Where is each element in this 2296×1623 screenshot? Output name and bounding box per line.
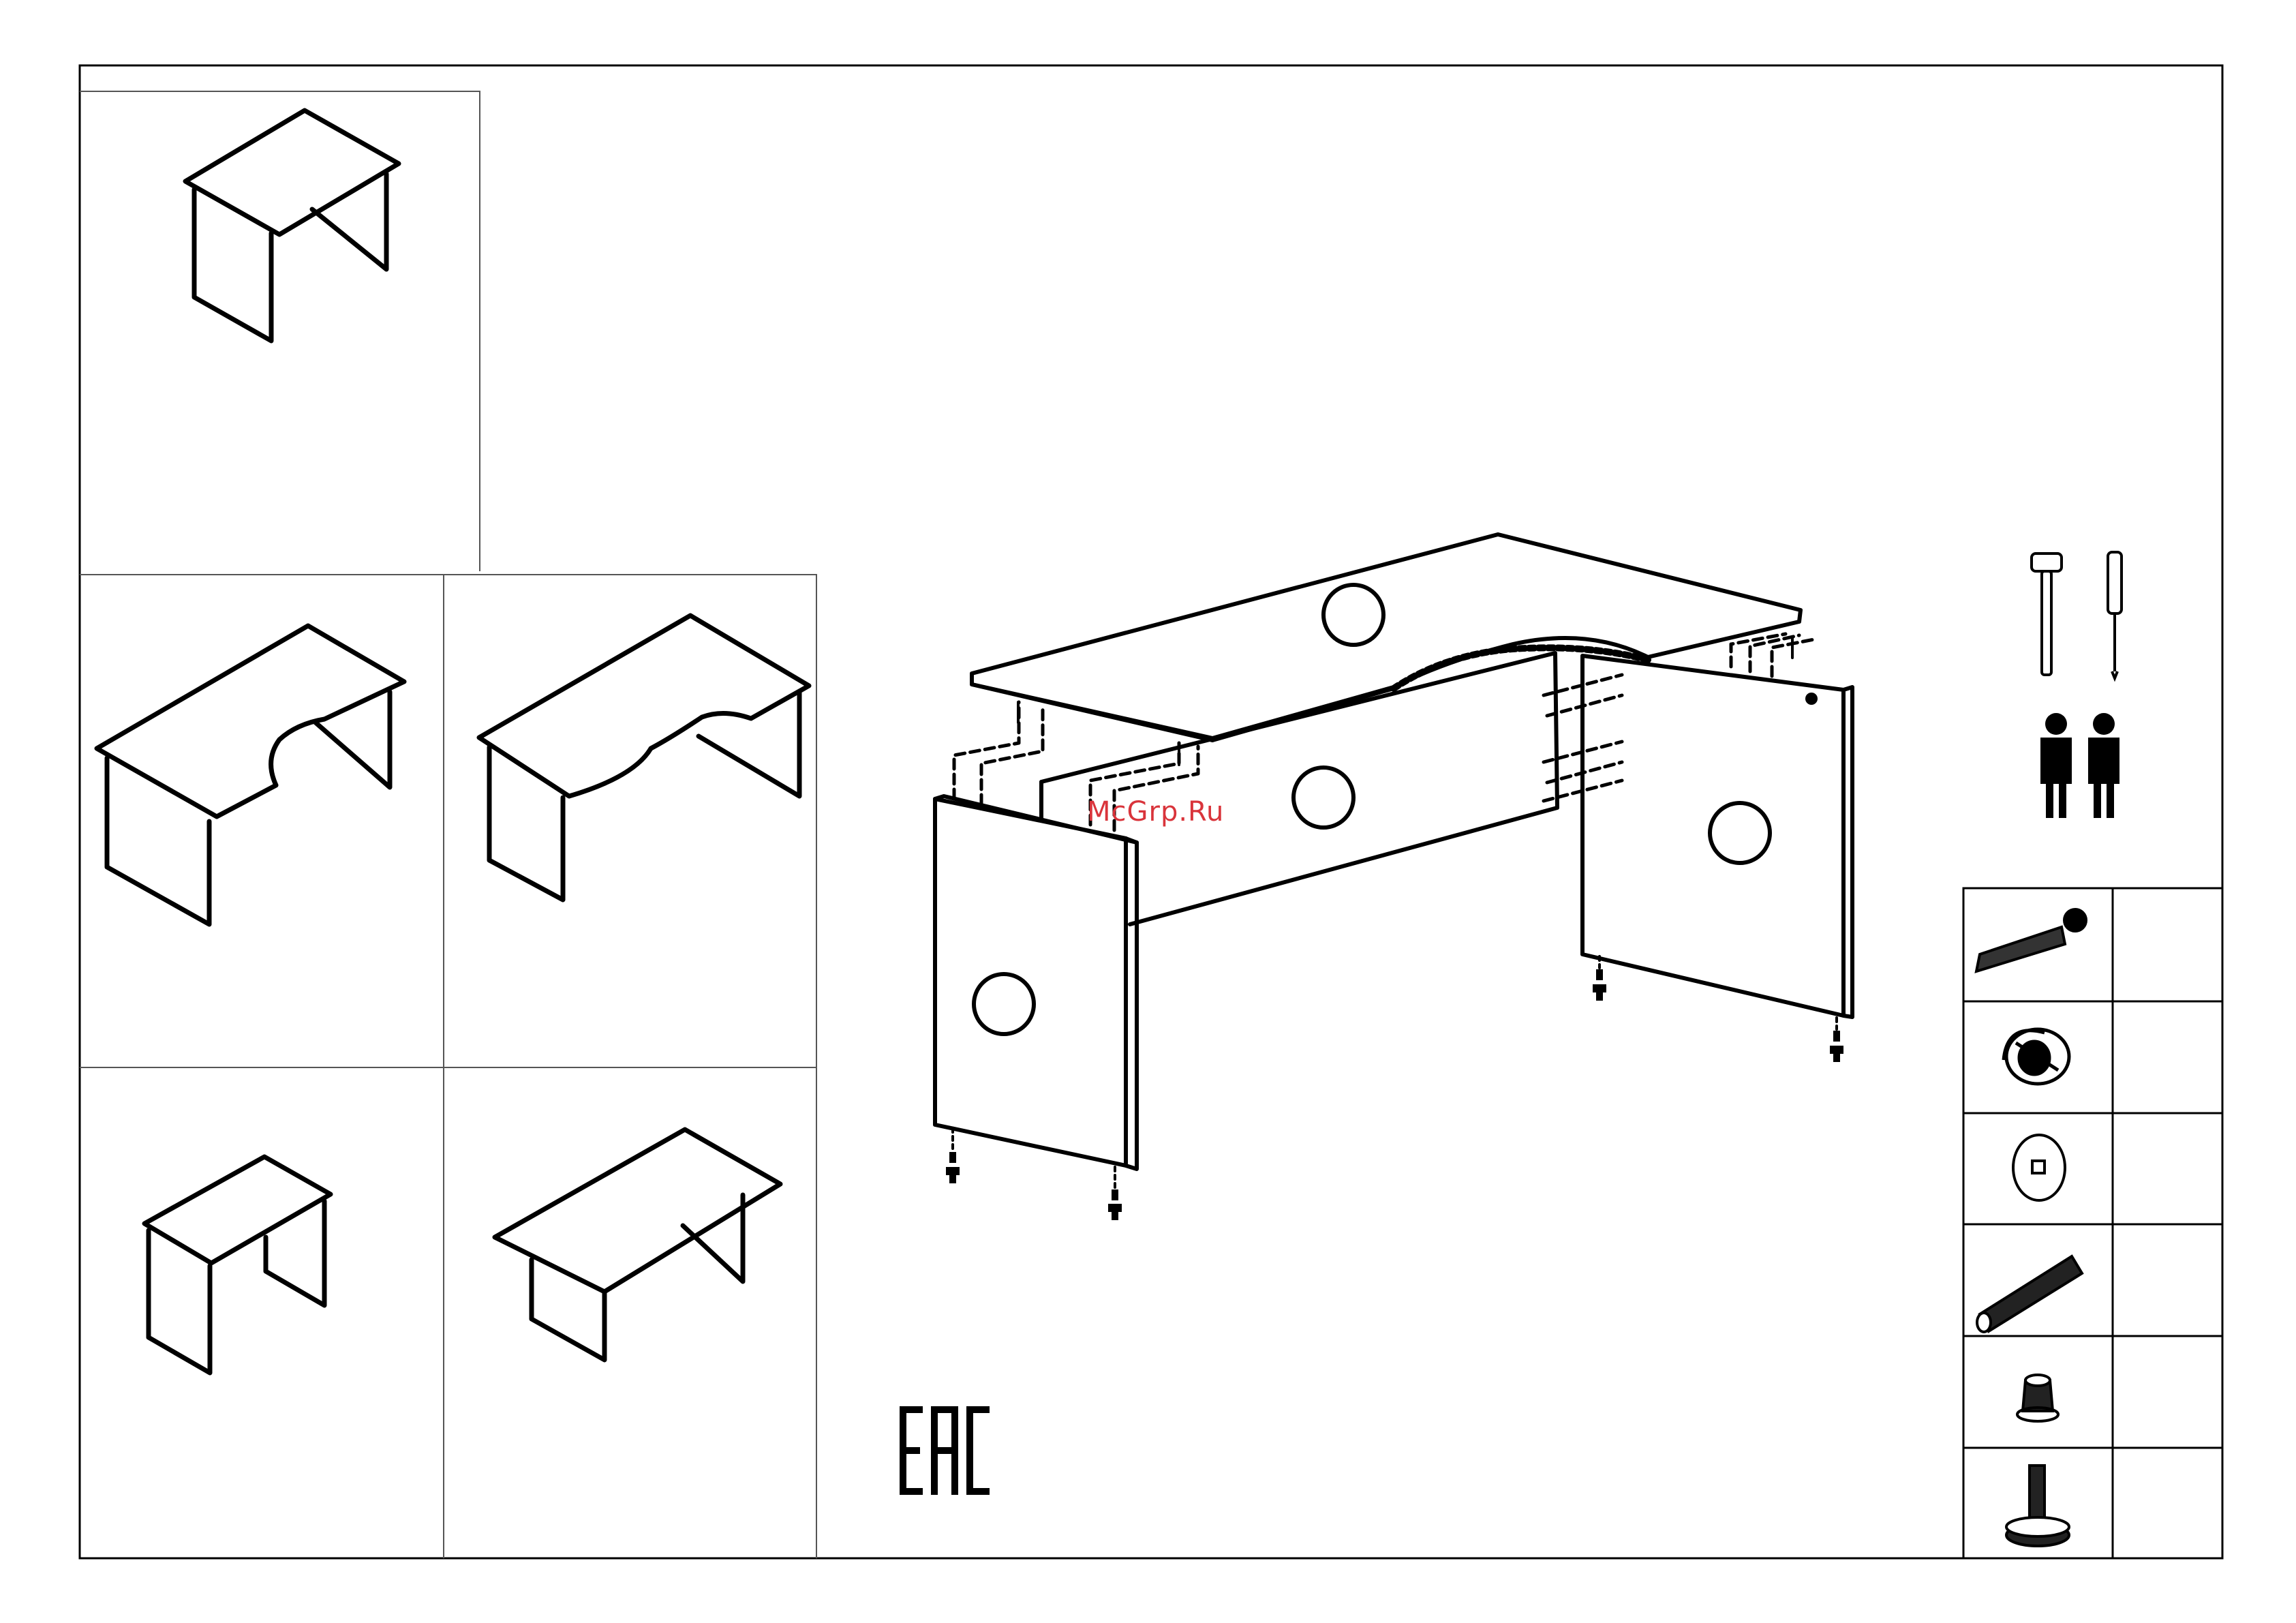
two-persons-icon: [2040, 713, 2119, 818]
eac-certification-mark: [900, 1406, 995, 1502]
leveling-foot-icon: [2006, 1466, 2069, 1546]
screwdriver-icon: [2108, 552, 2122, 678]
right-side-panel: [1582, 656, 1843, 1016]
cap-icon: [2013, 1135, 2065, 1200]
cam-lock-icon: [2004, 1029, 2069, 1084]
modesty-panel-marker: [1294, 768, 1353, 828]
watermark-text: McGrp.Ru: [1087, 796, 1224, 828]
insert-nut-icon: [2017, 1375, 2058, 1421]
variant-corner-desk-right: [479, 616, 809, 900]
variant-rectangular-desk-wide: [495, 1129, 780, 1360]
left-panel-marker: [974, 974, 1034, 1034]
variant-grid: [80, 91, 816, 1558]
dowel-icon: [1977, 1256, 2082, 1332]
exploded-assembly-drawing: [935, 534, 1852, 1220]
variant-rectangular-desk-small: [185, 110, 399, 341]
cam-bolt-icon: [1976, 909, 2086, 971]
variant-corner-desk-left: [97, 626, 404, 924]
leveling-feet: [946, 969, 1843, 1220]
variant-rectangular-desk-compact: [144, 1157, 331, 1373]
tabletop-marker: [1323, 585, 1383, 645]
mallet-icon: [2032, 553, 2062, 675]
hardware-table: [1963, 888, 2222, 1558]
tabletop: [972, 534, 1801, 738]
left-side-panel: [935, 799, 1126, 1166]
right-panel-marker: [1710, 803, 1770, 863]
